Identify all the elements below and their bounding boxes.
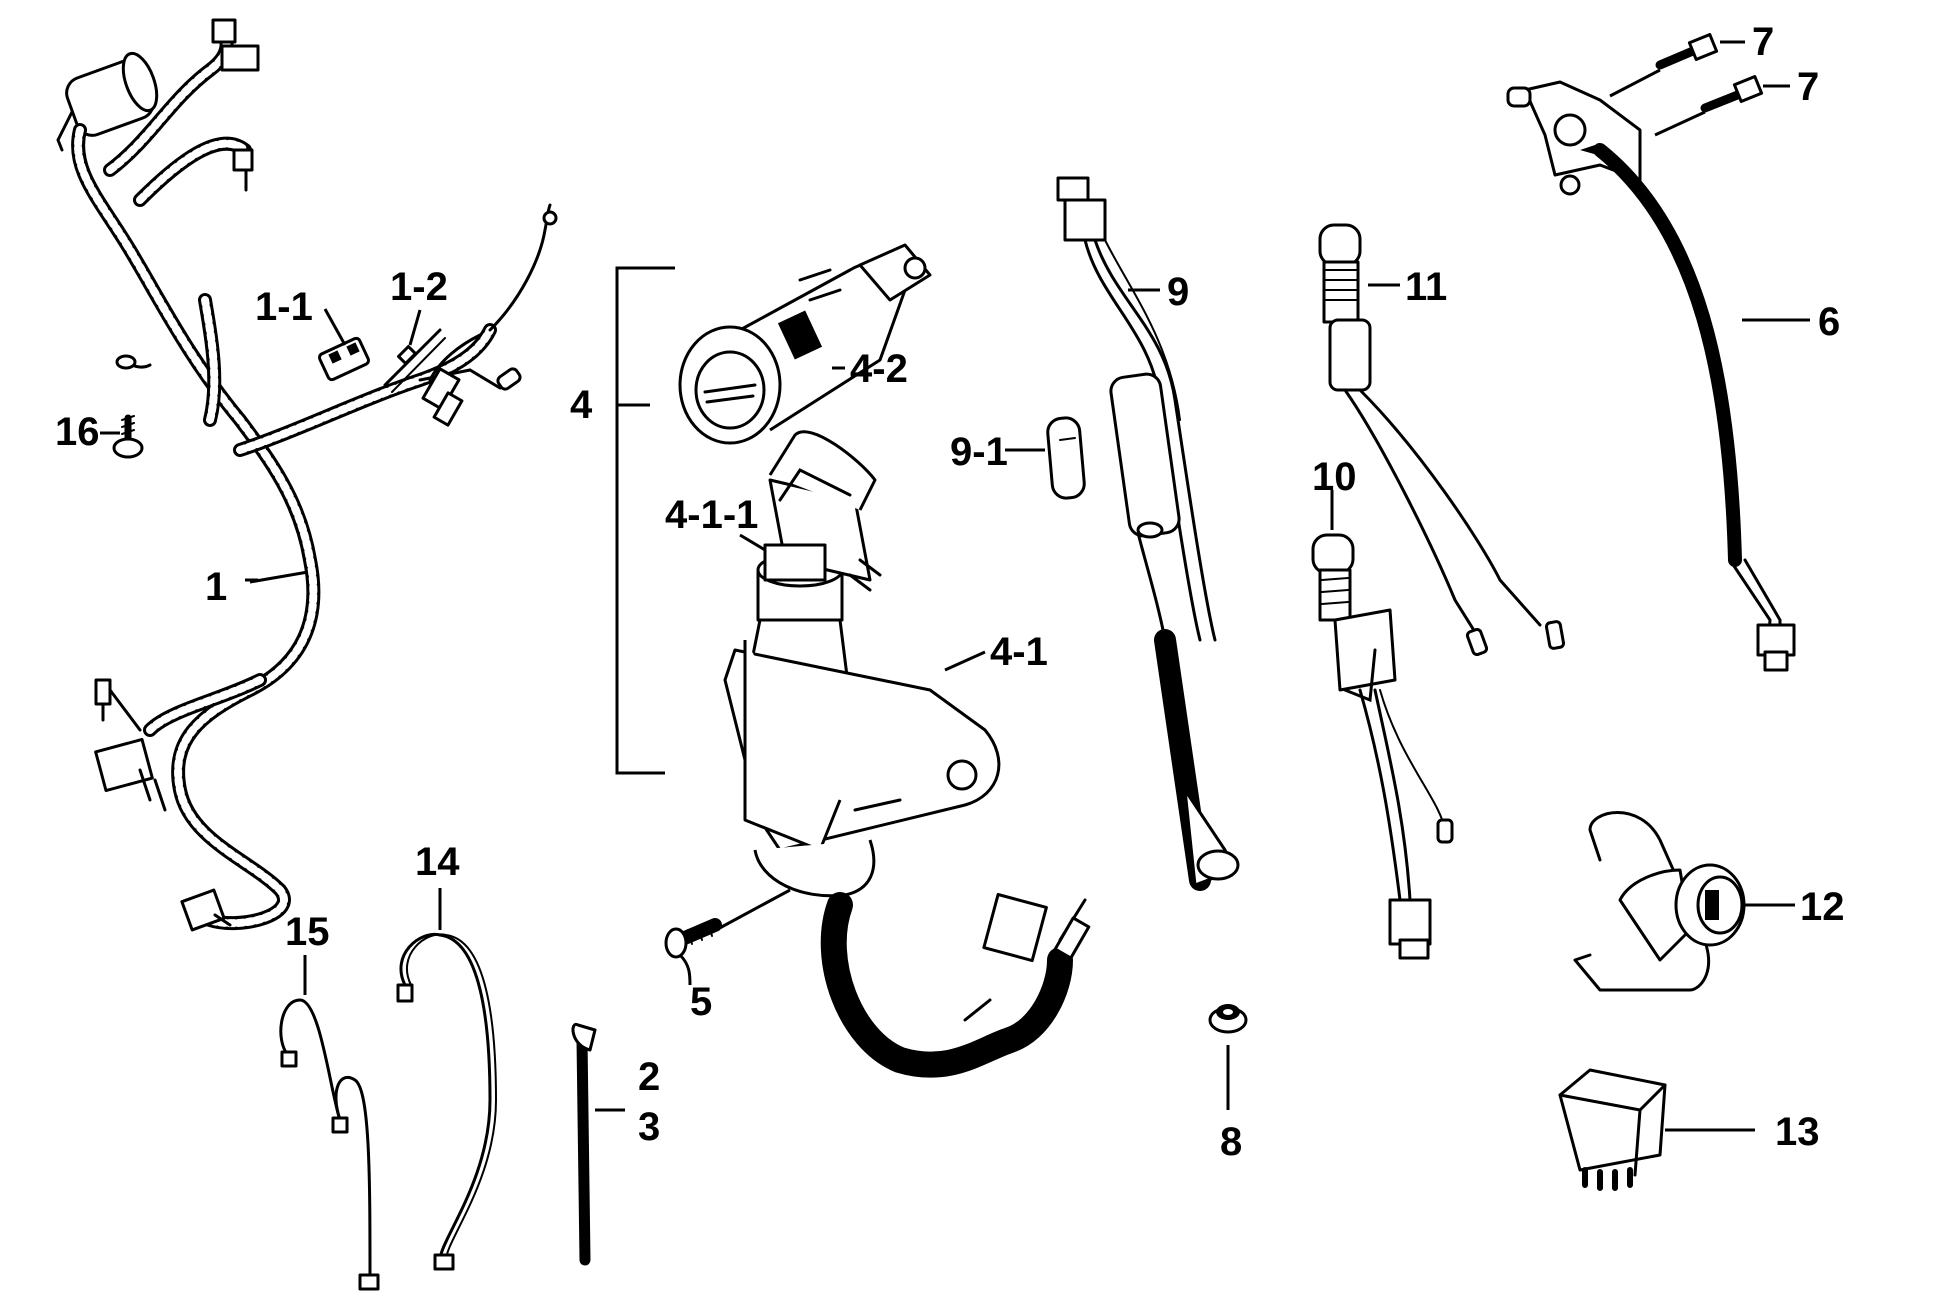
callout-label-5: 5 (690, 980, 712, 1024)
callout-label-15: 15 (285, 910, 330, 954)
part-1-2-band (383, 328, 446, 393)
callout-label-4-1: 4-1 (990, 630, 1048, 674)
part-8-grommet (1208, 1004, 1248, 1034)
callout-label-1-2: 1-2 (390, 265, 448, 309)
callout-label-6: 6 (1818, 300, 1840, 344)
part-16-screw (112, 414, 144, 459)
callout-label-4-1-1: 4-1-1 (665, 493, 758, 537)
callout-label-2: 2 (638, 1055, 660, 1099)
bracket-part-4 (615, 266, 675, 775)
harness-condenser (56, 51, 159, 152)
callout-label-4: 4 (570, 383, 593, 427)
callout-label-16: 16 (55, 410, 100, 454)
leader-line-1-1 (323, 308, 347, 346)
leader-line-4-1-1 (739, 533, 766, 552)
callout-label-3: 3 (638, 1105, 660, 1149)
callout-label-10: 10 (1312, 455, 1357, 499)
callout-label-9: 9 (1167, 270, 1189, 314)
callout-label-11: 11 (1405, 265, 1447, 309)
part-13-relay (1558, 1068, 1667, 1191)
callout-label-7a: 7 (1752, 20, 1774, 64)
callout-label-12: 12 (1800, 885, 1845, 929)
callout-label-4-2: 4-2 (850, 347, 908, 391)
part-7-screw-lower (1700, 75, 1764, 113)
part-15-wire (279, 998, 380, 1291)
part-7-screw-upper (1655, 33, 1719, 70)
part-12-lock (1573, 811, 1746, 992)
callout-label-8: 8 (1220, 1120, 1242, 1164)
part-2-3-cable-tie (571, 1022, 597, 1266)
leader-line-1 (249, 570, 309, 584)
callout-label-1: 1 (205, 565, 227, 609)
wire-harness-part-1 (56, 18, 558, 932)
part-9-wire-assembly (1056, 176, 1240, 891)
part-1-1-clip (317, 336, 371, 382)
leader-line-5 (715, 888, 791, 932)
part-5-screw (664, 918, 722, 959)
part-9-1-sleeve (1046, 416, 1086, 500)
callout-label-9-1: 9-1 (950, 430, 1008, 474)
callout-label-14: 14 (415, 840, 460, 884)
callout-label-1-1: 1-1 (255, 285, 313, 329)
callout-label-7b: 7 (1797, 65, 1819, 109)
part-10-switch (1311, 533, 1454, 960)
part-6-stop-switch (1506, 80, 1796, 672)
part-14-ground-wire (396, 932, 498, 1271)
part-4-2-lock-cylinder (678, 243, 932, 445)
callout-label-13: 13 (1775, 1110, 1820, 1154)
leader-line-1-2 (408, 309, 422, 346)
part-4-1-ignition-switch (723, 430, 1091, 1078)
leader-line-4-1 (944, 650, 986, 672)
part-11-brake-switch (1318, 223, 1566, 657)
